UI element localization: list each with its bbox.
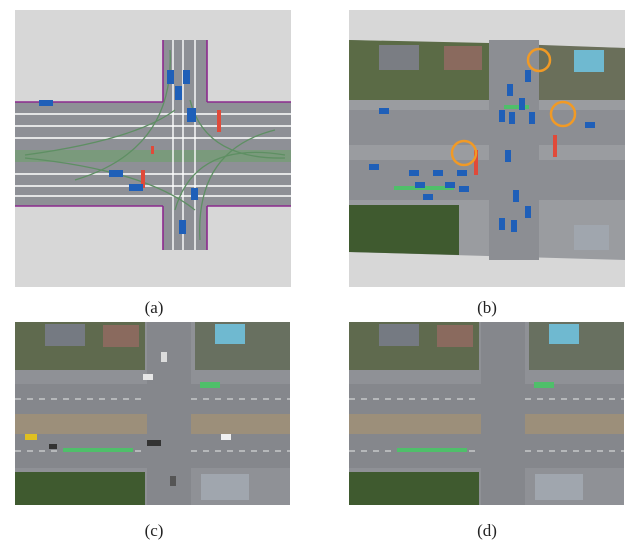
- vehicle-marker: [129, 184, 143, 191]
- vehicle-marker: [39, 100, 53, 106]
- vehicle-marker: [187, 108, 196, 122]
- vehicle-marker: [183, 70, 190, 84]
- vehicle-marker: [109, 170, 123, 177]
- caption-c: (c): [144, 521, 164, 540]
- panel-a-map-simulation: [15, 10, 291, 287]
- caption-d: (d): [477, 521, 497, 540]
- vehicle-marker: [179, 220, 186, 234]
- caption-b: (b): [477, 298, 497, 317]
- vehicle-marker: [191, 188, 198, 200]
- panel-d-aerial-background: [349, 322, 624, 505]
- panel-b-aerial-overlay: [349, 10, 625, 287]
- caption-a: (a): [144, 298, 164, 317]
- vehicle-marker: [175, 86, 182, 100]
- vehicle-marker: [167, 70, 174, 84]
- panel-c-aerial-photo: [15, 322, 290, 505]
